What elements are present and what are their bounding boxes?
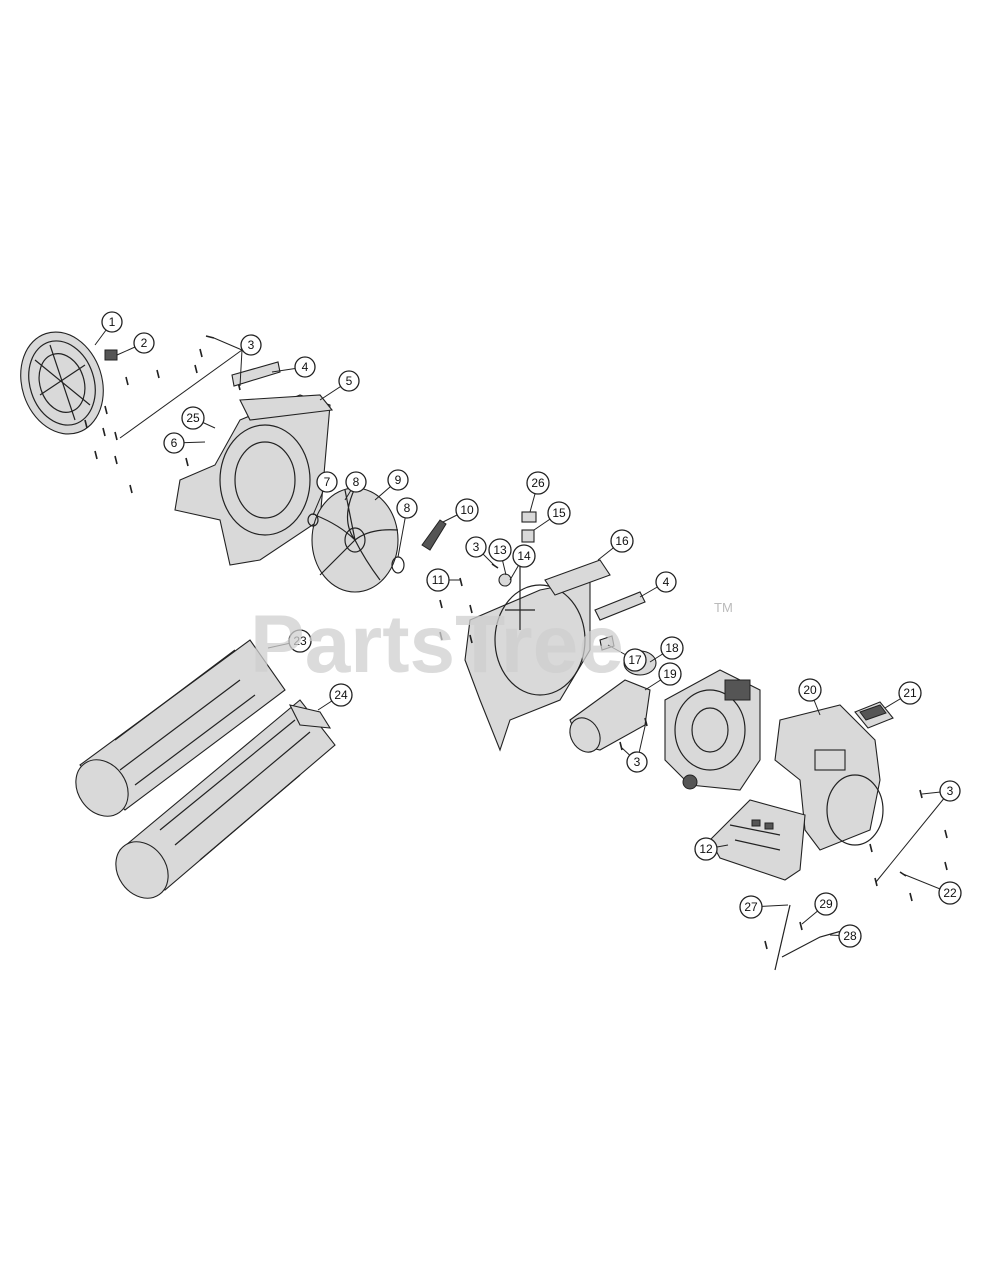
- svg-text:1: 1: [109, 315, 116, 329]
- svg-text:12: 12: [699, 842, 713, 856]
- part-intake-cover: [20, 331, 118, 435]
- part-throttle-rod: [764, 904, 846, 971]
- svg-text:7: 7: [324, 475, 331, 489]
- callout: 4: [655, 571, 677, 593]
- svg-text:13: 13: [493, 543, 507, 557]
- svg-text:26: 26: [531, 476, 545, 490]
- callout: 24: [329, 683, 353, 707]
- part-nozzle-tube-lower: [115, 699, 336, 899]
- callout: 3: [626, 751, 648, 773]
- svg-text:5: 5: [346, 374, 353, 388]
- callout: 8: [345, 471, 367, 493]
- callout: 13: [488, 538, 512, 562]
- callout: 3: [465, 536, 487, 558]
- callout: 9: [387, 469, 409, 491]
- callout: 3: [240, 334, 262, 356]
- callout: 19: [658, 662, 682, 686]
- watermark: PartsTree TM: [250, 599, 733, 690]
- svg-text:15: 15: [552, 506, 566, 520]
- svg-text:25: 25: [186, 411, 200, 425]
- svg-text:14: 14: [517, 549, 531, 563]
- svg-text:11: 11: [432, 573, 445, 587]
- callout: 2: [133, 332, 155, 354]
- svg-text:22: 22: [943, 886, 957, 900]
- svg-text:3: 3: [473, 540, 480, 554]
- callout: 15: [547, 501, 571, 525]
- callout: 1: [101, 311, 123, 333]
- callout: 21: [898, 681, 922, 705]
- callout: 14: [512, 544, 536, 568]
- svg-text:28: 28: [843, 929, 857, 943]
- svg-text:17: 17: [628, 653, 642, 667]
- svg-text:23: 23: [293, 634, 307, 648]
- svg-text:4: 4: [663, 575, 670, 589]
- part-nozzle-tube-upper: [75, 639, 286, 817]
- callout: 27: [739, 895, 763, 919]
- callout: 3: [939, 780, 961, 802]
- callout: 7: [316, 471, 338, 493]
- callout: 22: [938, 881, 962, 905]
- svg-text:24: 24: [334, 688, 348, 702]
- part-blower-housing-left: [174, 361, 334, 566]
- callout: 10: [455, 498, 479, 522]
- callout: 11: [426, 568, 450, 592]
- callout: 25: [181, 406, 205, 430]
- svg-text:TM: TM: [714, 600, 733, 615]
- svg-text:27: 27: [744, 900, 758, 914]
- svg-text:8: 8: [353, 475, 360, 489]
- part-engine: [664, 669, 761, 791]
- callout: 29: [814, 892, 838, 916]
- svg-text:3: 3: [634, 755, 641, 769]
- svg-text:19: 19: [663, 667, 677, 681]
- svg-text:3: 3: [947, 784, 954, 798]
- svg-text:8: 8: [404, 501, 411, 515]
- callout: 26: [526, 471, 550, 495]
- svg-text:10: 10: [460, 503, 474, 517]
- part-engine-cover: [709, 799, 806, 881]
- callout: 16: [610, 529, 634, 553]
- svg-text:2: 2: [141, 336, 148, 350]
- callout: 8: [396, 497, 418, 519]
- part-filter-box: [854, 701, 894, 729]
- svg-text:4: 4: [302, 360, 309, 374]
- svg-text:16: 16: [615, 534, 629, 548]
- part-fan-impeller: [307, 487, 405, 593]
- svg-text:PartsTree: PartsTree: [250, 599, 624, 690]
- callout: 4: [294, 356, 316, 378]
- callout: 23: [288, 629, 312, 653]
- callout: 12: [694, 837, 718, 861]
- svg-text:6: 6: [171, 436, 178, 450]
- callout: 28: [838, 924, 862, 948]
- svg-text:18: 18: [665, 641, 679, 655]
- callout: 17: [623, 648, 647, 672]
- part-housing-center: [464, 559, 646, 752]
- part-rear-housing: [774, 704, 884, 851]
- part-screws-left: [84, 335, 241, 494]
- svg-text:21: 21: [903, 686, 917, 700]
- svg-text:29: 29: [819, 897, 833, 911]
- callout: 18: [660, 636, 684, 660]
- callout: 6: [163, 432, 185, 454]
- svg-text:9: 9: [395, 473, 402, 487]
- callout: 20: [798, 678, 822, 702]
- svg-text:20: 20: [803, 683, 817, 697]
- callout: 5: [338, 370, 360, 392]
- svg-text:3: 3: [248, 338, 255, 352]
